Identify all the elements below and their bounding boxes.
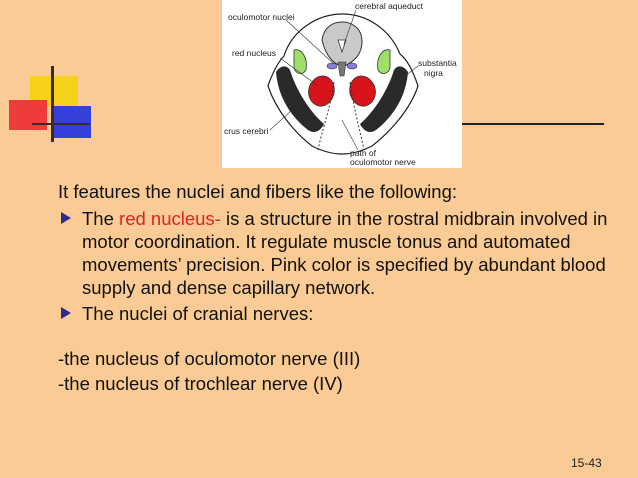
decor-horizontal-line <box>32 123 90 125</box>
line-trochlear: -the nucleus of trochlear nerve (IV) <box>58 373 343 394</box>
bullet-arrow-icon <box>61 212 71 224</box>
decor-red-square <box>9 100 47 130</box>
title-rule <box>462 123 604 125</box>
label-cerebral-aqueduct: cerebral aqueduct <box>355 1 424 11</box>
oculomotor-nucleus-right <box>346 62 358 70</box>
nuclei-list: -the nucleus of oculomotor nerve (III) -… <box>58 346 618 396</box>
bullet-cranial-nerves: The nuclei of cranial nerves: <box>58 302 618 325</box>
label-oculomotor-nerve: oculomotor nerve <box>350 157 416 167</box>
bullet2-text: The nuclei of cranial nerves: <box>82 303 314 324</box>
leader-crus <box>269 109 293 131</box>
midbrain-diagram-svg: cerebral aqueduct oculomotor nuclei red … <box>224 1 457 167</box>
bullet1-text: is a structure in the rostral midbrain i… <box>82 208 608 298</box>
green-area-left <box>293 49 307 74</box>
green-area-right <box>377 49 391 74</box>
nerve-path-right <box>349 81 365 151</box>
label-path-of: path of <box>350 148 377 158</box>
decor-vertical-line <box>51 66 54 142</box>
oculomotor-nucleus-left <box>326 62 338 70</box>
leader-path <box>341 119 359 151</box>
leader-red-nucleus <box>279 57 319 87</box>
label-oculomotor-nuclei: oculomotor nuclei <box>228 12 295 22</box>
central-nucleus <box>337 61 347 77</box>
crus-cerebri-left <box>276 66 324 132</box>
label-nigra: nigra <box>424 68 443 78</box>
crus-cerebri-right <box>360 66 408 132</box>
nerve-path-left <box>317 81 335 151</box>
bullet1-prefix: The <box>82 208 120 229</box>
slide-body: It features the nuclei and fibers like t… <box>58 180 618 328</box>
label-crus-cerebri: crus cerebri <box>224 126 269 136</box>
label-red-nucleus: red nucleus <box>232 48 276 58</box>
page-number: 15-43 <box>571 456 602 470</box>
line-oculomotor: -the nucleus of oculomotor nerve (III) <box>58 348 361 369</box>
midbrain-diagram: cerebral aqueduct oculomotor nuclei red … <box>222 0 462 168</box>
bullet-arrow-icon <box>61 307 71 319</box>
label-substantia: substantia <box>418 58 457 68</box>
red-nucleus-highlight: red nucleus- <box>119 208 221 229</box>
cerebral-aqueduct <box>337 39 347 54</box>
intro-text: It features the nuclei and fibers like t… <box>58 181 458 202</box>
leader-oculomotor <box>285 19 335 65</box>
red-nucleus-right <box>349 75 376 107</box>
bullet-red-nucleus: The red nucleus- is a structure in the r… <box>58 207 618 299</box>
decor-blue-square <box>53 106 91 138</box>
leader-substantia <box>399 65 419 81</box>
leader-aqueduct <box>343 9 357 45</box>
